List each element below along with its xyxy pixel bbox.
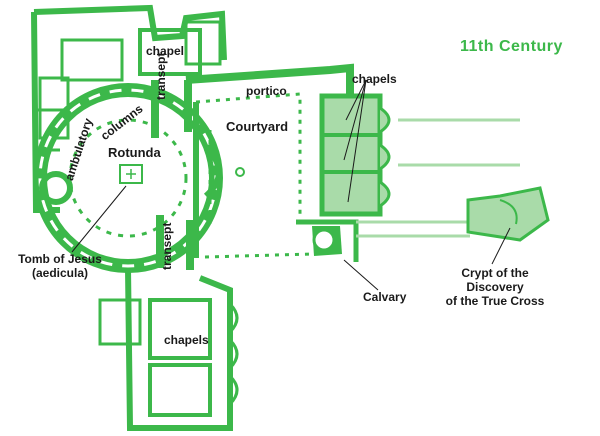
tomb-label-line1: Tomb of Jesus (18, 252, 102, 266)
crypt-label-line1: Crypt of the (461, 266, 529, 280)
crypt-label-line3: of the True Cross (445, 294, 545, 308)
east-chapels (319, 93, 520, 217)
rotunda-label: Rotunda (108, 145, 161, 160)
leader-lines (71, 79, 511, 291)
transept-upper-label: transept (154, 52, 168, 100)
crypt-label-line2: Discovery (466, 280, 524, 294)
calvary-shrine (312, 226, 342, 256)
transept (151, 80, 194, 270)
tomb-of-jesus-label: Tomb of Jesus (aedicula) (14, 252, 106, 280)
calvary-label: Calvary (363, 290, 407, 304)
chapel-label: chapel (146, 44, 185, 58)
tomb-label-line2: (aedicula) (31, 266, 88, 280)
crypt-label: Crypt of the Discovery of the True Cross (440, 266, 550, 308)
transept-lower-label: transept (160, 222, 174, 270)
crypt-corridor (356, 220, 470, 238)
diagram-title: 11th Century (460, 38, 563, 55)
south-chapels (98, 267, 239, 431)
portico-label: portico (246, 84, 287, 98)
chapels-top-label: chapels (352, 72, 397, 86)
aedicula-tomb (119, 164, 143, 184)
crypt (466, 186, 550, 242)
courtyard-label: Courtyard (226, 119, 289, 134)
chapels-bottom-label: chapels (164, 333, 209, 347)
